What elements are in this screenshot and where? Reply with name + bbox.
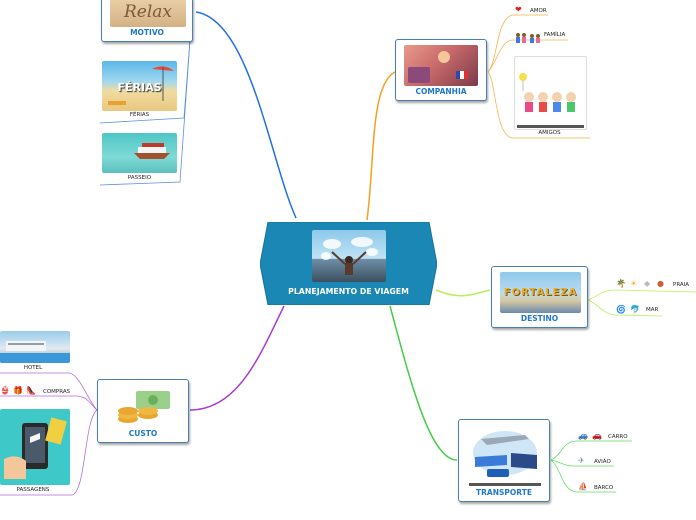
amigos-label: AMIGOS (538, 130, 561, 136)
world-map-icon (321, 237, 378, 275)
link-mar (587, 299, 663, 317)
ferias-image-text: FÉRIAS (117, 81, 162, 94)
relax-sand-image: Relax (110, 0, 186, 27)
sailboat-icon: ⛵ (578, 482, 588, 491)
familia-label: FAMÍLIA (544, 32, 566, 38)
wave-icon: 🌀 (616, 305, 626, 314)
hotel-image (0, 331, 70, 363)
link-barco (550, 459, 616, 493)
hotel-label: HOTEL (23, 365, 43, 371)
airplane-icon: ✈ (578, 456, 585, 465)
passagens-tickets-image (0, 409, 70, 485)
passagens-label: PASSAGENS (16, 487, 50, 493)
fortaleza-image-text: FORTALEZA (503, 287, 578, 298)
passeio-label: PASSEIO (127, 175, 152, 181)
link-aviao (550, 459, 614, 467)
car-red-icon: 🚗 (592, 431, 602, 440)
link-transporte (389, 305, 458, 461)
relax-image-text: Relax (123, 2, 173, 22)
family-icon (514, 29, 542, 43)
snail-shell-icon: ● (657, 279, 664, 288)
link-companhia (366, 71, 396, 221)
central-title: PLANEJAMENTO DE VIAGEM (288, 287, 409, 296)
car-blue-icon: 🚙 (578, 431, 588, 440)
dolphin-icon: 🐬 (630, 305, 640, 314)
compras-label: COMPRAS (43, 389, 71, 395)
mar-label: MAR (646, 307, 659, 313)
fortaleza-sign-image: FORTALEZA (500, 272, 581, 313)
link-amor (487, 14, 548, 73)
friends-icon (517, 73, 584, 128)
amigos-image (514, 56, 587, 130)
gift-icon: 🎁 (13, 386, 23, 395)
topic-companhia[interactable]: COMPANHIA (395, 39, 487, 101)
shoe-icon: 👠 (26, 386, 36, 395)
link-praia (587, 289, 696, 301)
shell-icon: ◆ (644, 279, 651, 288)
topic-companhia-title: COMPANHIA (415, 87, 467, 96)
passeio-boat-image (102, 133, 177, 173)
link-motivo (195, 11, 297, 219)
link-amigos (487, 71, 590, 139)
amor-label: AMOR (530, 8, 547, 14)
companhia-image (404, 45, 478, 86)
boat-icon (134, 143, 170, 159)
phone-ticket-icon (4, 417, 67, 479)
sun-icon: ☀ (630, 279, 638, 288)
transport-vehicles-image (467, 425, 543, 487)
central-traveler-image (312, 230, 386, 282)
topic-motivo-title: MOTIVO (130, 28, 164, 37)
topic-custo-title: CUSTO (128, 429, 158, 438)
suitcase-flags-icon (408, 51, 468, 83)
ferias-image: FÉRIAS (102, 61, 177, 111)
ferias-label: FÉRIAS (129, 112, 150, 118)
link-passeio (99, 39, 191, 186)
heart-icon: ❤ (515, 5, 522, 14)
link-carro (550, 440, 632, 461)
link-compras (0, 395, 98, 411)
central-topic[interactable]: PLANEJAMENTO DE VIAGEM (260, 222, 437, 305)
topic-transporte[interactable]: TRANSPORTE (458, 419, 550, 502)
barco-label: BARCO (594, 485, 614, 491)
aviao-label: AVIÃO (594, 459, 611, 465)
plane-train-bus-icon (469, 431, 541, 486)
coins-icon (118, 391, 170, 423)
link-destino (435, 289, 491, 297)
topic-destino[interactable]: FORTALEZA DESTINO (491, 266, 588, 328)
bikini-icon: 👙 (0, 386, 10, 395)
topic-motivo[interactable]: Relax MOTIVO (101, 0, 193, 42)
link-hotel (0, 372, 98, 411)
link-custo (189, 305, 285, 411)
link-passagens (0, 409, 98, 496)
beach-umbrella-icon (108, 66, 174, 105)
topic-transporte-title: TRANSPORTE (476, 488, 532, 497)
palm-tree-icon: 🌴 (616, 279, 626, 288)
praia-label: PRAIA (673, 282, 690, 288)
hotel-pool-icon (0, 341, 70, 363)
coins-money-image (106, 385, 182, 427)
topic-custo[interactable]: CUSTO (97, 379, 189, 443)
link-familia (487, 39, 568, 73)
topic-destino-title: DESTINO (520, 314, 559, 323)
carro-label: CARRO (608, 434, 628, 440)
